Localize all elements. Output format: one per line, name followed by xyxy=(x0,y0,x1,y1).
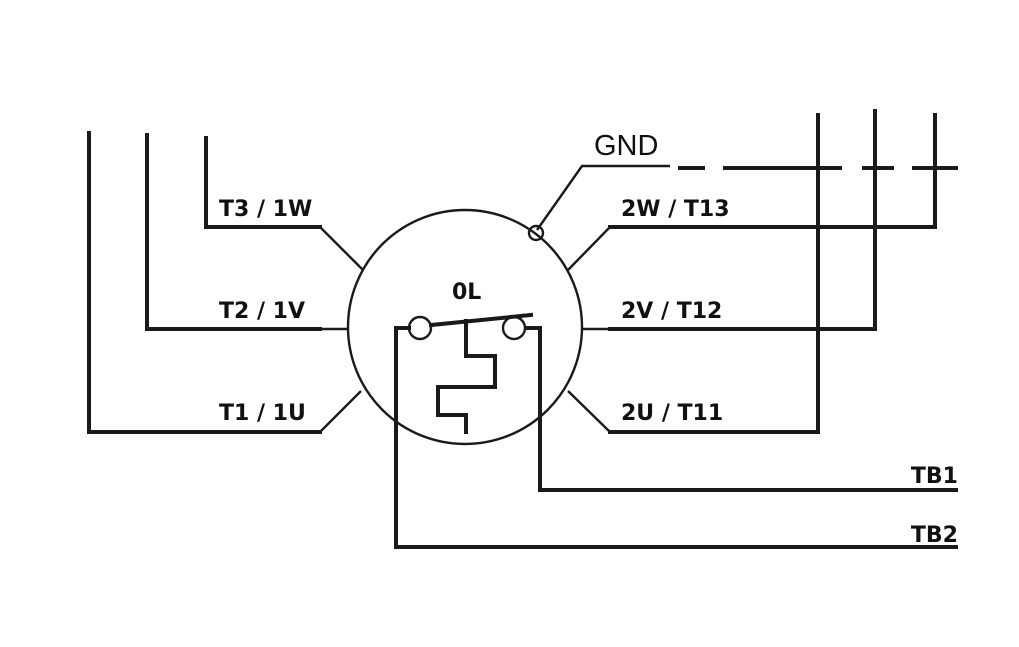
label-gnd: GND xyxy=(594,130,658,162)
lead-tb2 xyxy=(394,326,958,549)
lead-t2-1v xyxy=(145,133,349,331)
motor-circle xyxy=(346,208,584,446)
label-tb2: TB2 xyxy=(911,523,958,548)
lead-t12-2v xyxy=(582,109,877,331)
lead-tb1 xyxy=(526,326,958,492)
label-t3-1w: T3 / 1W xyxy=(219,197,312,222)
label-2u-t11: 2U / T11 xyxy=(621,401,723,426)
lead-t11-2u xyxy=(567,113,820,434)
overload-switch xyxy=(407,312,534,434)
ground-terminal xyxy=(527,224,545,242)
label-tb1: TB1 xyxy=(911,464,958,489)
label-t1-1u: T1 / 1U xyxy=(219,401,306,426)
lead-t3-1w xyxy=(204,136,364,271)
label-t2-1v: T2 / 1V xyxy=(219,299,305,324)
label-2w-t13: 2W / T13 xyxy=(621,197,730,222)
overload-contact-left xyxy=(407,315,433,341)
lead-t1-1u xyxy=(87,131,362,434)
label-2v-t12: 2V / T12 xyxy=(621,299,722,324)
ground-line xyxy=(527,164,958,242)
overload-contact-right xyxy=(501,315,527,341)
thermal-element xyxy=(436,319,497,434)
lead-t13-2w xyxy=(567,113,937,271)
label-overload: 0L xyxy=(452,280,481,305)
